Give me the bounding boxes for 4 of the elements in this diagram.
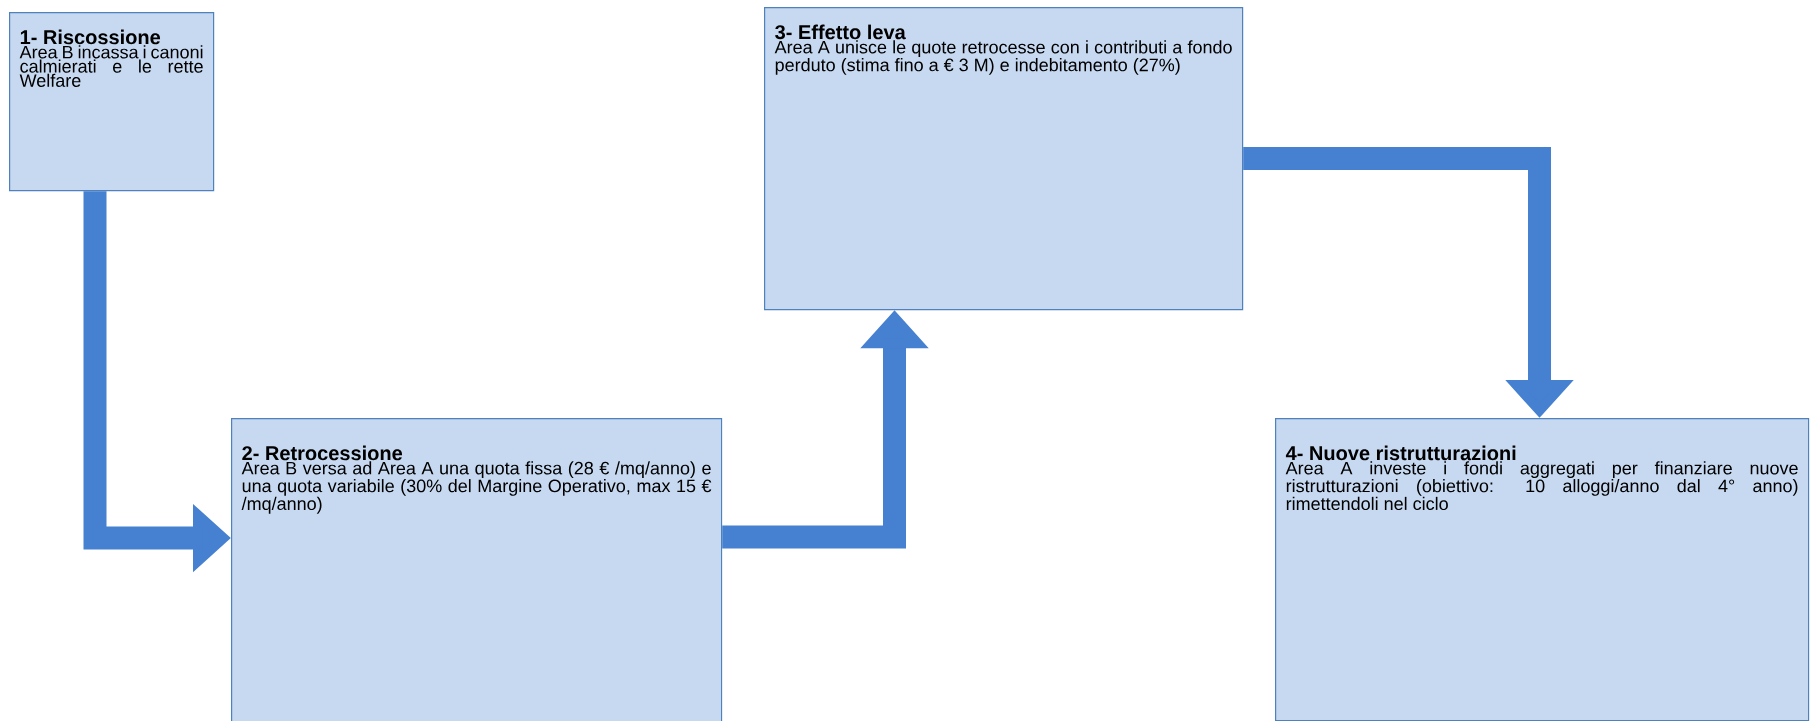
process-box: 2- Retrocessione Area B versa ad Area A una quota fissa (28 € /mq/anno) e una quota variabile (30% del Margine Operativo, max 15 € /mq/anno) [231, 418, 723, 721]
process-box: 1- Riscossione Area B incassa i canoni calmierati e le rette Welfare [9, 12, 215, 192]
process-box: 4- Nuove ristrutturazioni Area A investe i fondi aggregati per finanziare nuove ristrutturazioni (obiettivo: 10 alloggi/anno dal 4° anno) rimettendoli nel ciclo [1275, 418, 1810, 721]
process-box: 3- Effetto leva Area A unisce le quote retrocesse con i contributi a fondo perduto (stima fino a € 3 M) e indebitamento (27%) [764, 7, 1244, 311]
